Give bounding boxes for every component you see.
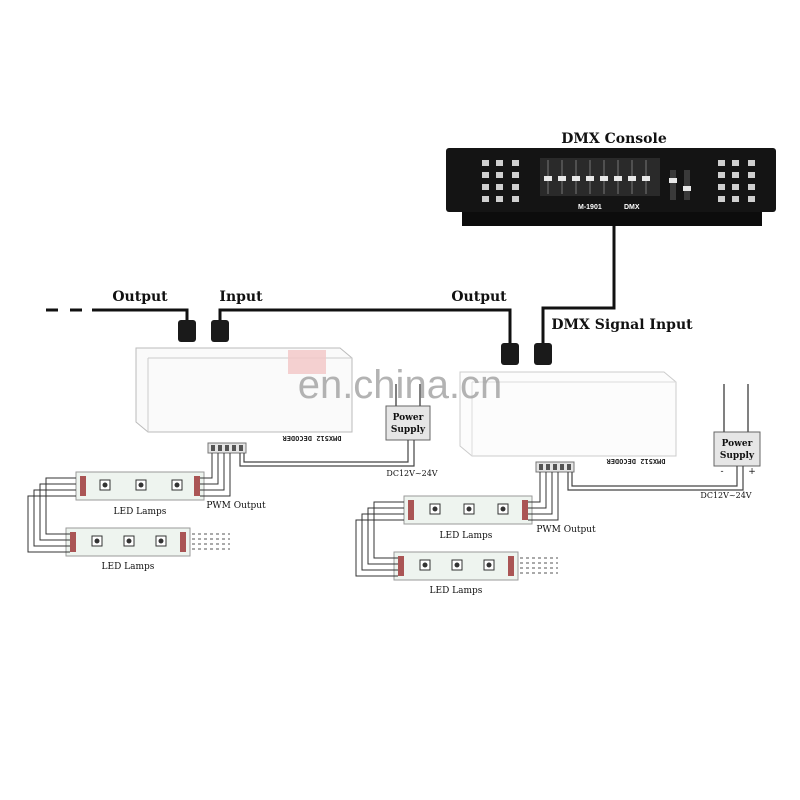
xlr-connector-out-2 [501, 343, 519, 365]
console-base [462, 212, 762, 226]
power-wires [239, 440, 744, 491]
power-supply-2-line2: Supply [720, 451, 755, 461]
power-supply-1-line2: Supply [391, 425, 426, 435]
plus-sign: + [748, 467, 756, 477]
dmx-cables [46, 226, 616, 345]
decoder-2-box [459, 371, 677, 457]
label-dmx-signal-input: DMX Signal Input [551, 317, 693, 333]
label-output-1: Output [112, 289, 168, 305]
led-strip-3: LED Lamps [403, 495, 533, 541]
pwm-output-label-1: PWM Output [206, 501, 266, 511]
console-title: DMX Console [561, 131, 667, 147]
decoder-2-label: DMX512 DECODER [606, 457, 666, 465]
led-strip-1: LED Lamps [75, 471, 205, 517]
pwm-wires-2 [355, 472, 559, 577]
power-supply-1: Power Supply DC12V~24V [385, 384, 438, 478]
decoder-2: DMX512 DECODER [459, 371, 677, 473]
cable-console-to-decoder2 [541, 226, 616, 345]
led-strip-4: LED Lamps [393, 551, 558, 596]
dc-voltage-1: DC12V~24V [386, 469, 437, 478]
cable-decoder2-to-decoder1 [218, 308, 512, 345]
xlr-connectors [178, 320, 552, 365]
label-output-2: Output [451, 289, 507, 305]
console-faders [540, 158, 660, 196]
decoder-1: DMX512 DECODER [135, 347, 353, 454]
xlr-connector-out-1 [178, 320, 196, 342]
decoder-1-label: DMX512 DECODER [282, 434, 342, 442]
pwm-wires-1 [27, 453, 231, 553]
label-input-1: Input [219, 289, 263, 305]
xlr-connector-in-1 [211, 320, 229, 342]
led-lamps-label-2: LED Lamps [102, 562, 155, 572]
console-left-buttons [482, 160, 519, 202]
power-supply-2-line1: Power [722, 439, 753, 449]
dc-voltage-2: DC12V~24V [700, 491, 751, 500]
power-supply-2: Power Supply - + DC12V~24V [700, 384, 761, 500]
watermark: en.china.cn [298, 363, 503, 407]
pwm-output-label-2: PWM Output [536, 525, 596, 535]
console-model-label: M-1901 [578, 204, 602, 211]
dmx-console: DMX Console M-1901 DMX [446, 131, 776, 226]
cable-decoder1-output [92, 308, 189, 322]
led-lamps-label-3: LED Lamps [440, 531, 493, 541]
led-lamps-label-1: LED Lamps [114, 507, 167, 517]
xlr-connector-in-2 [534, 343, 552, 365]
console-right-controls [669, 160, 755, 202]
console-dmx-label: DMX [624, 204, 640, 211]
power-supply-1-line1: Power [393, 413, 424, 423]
decoder-1-display [288, 350, 326, 374]
minus-sign: - [720, 467, 723, 477]
led-strip-2: LED Lamps [65, 527, 230, 572]
led-lamps-label-4: LED Lamps [430, 586, 483, 596]
